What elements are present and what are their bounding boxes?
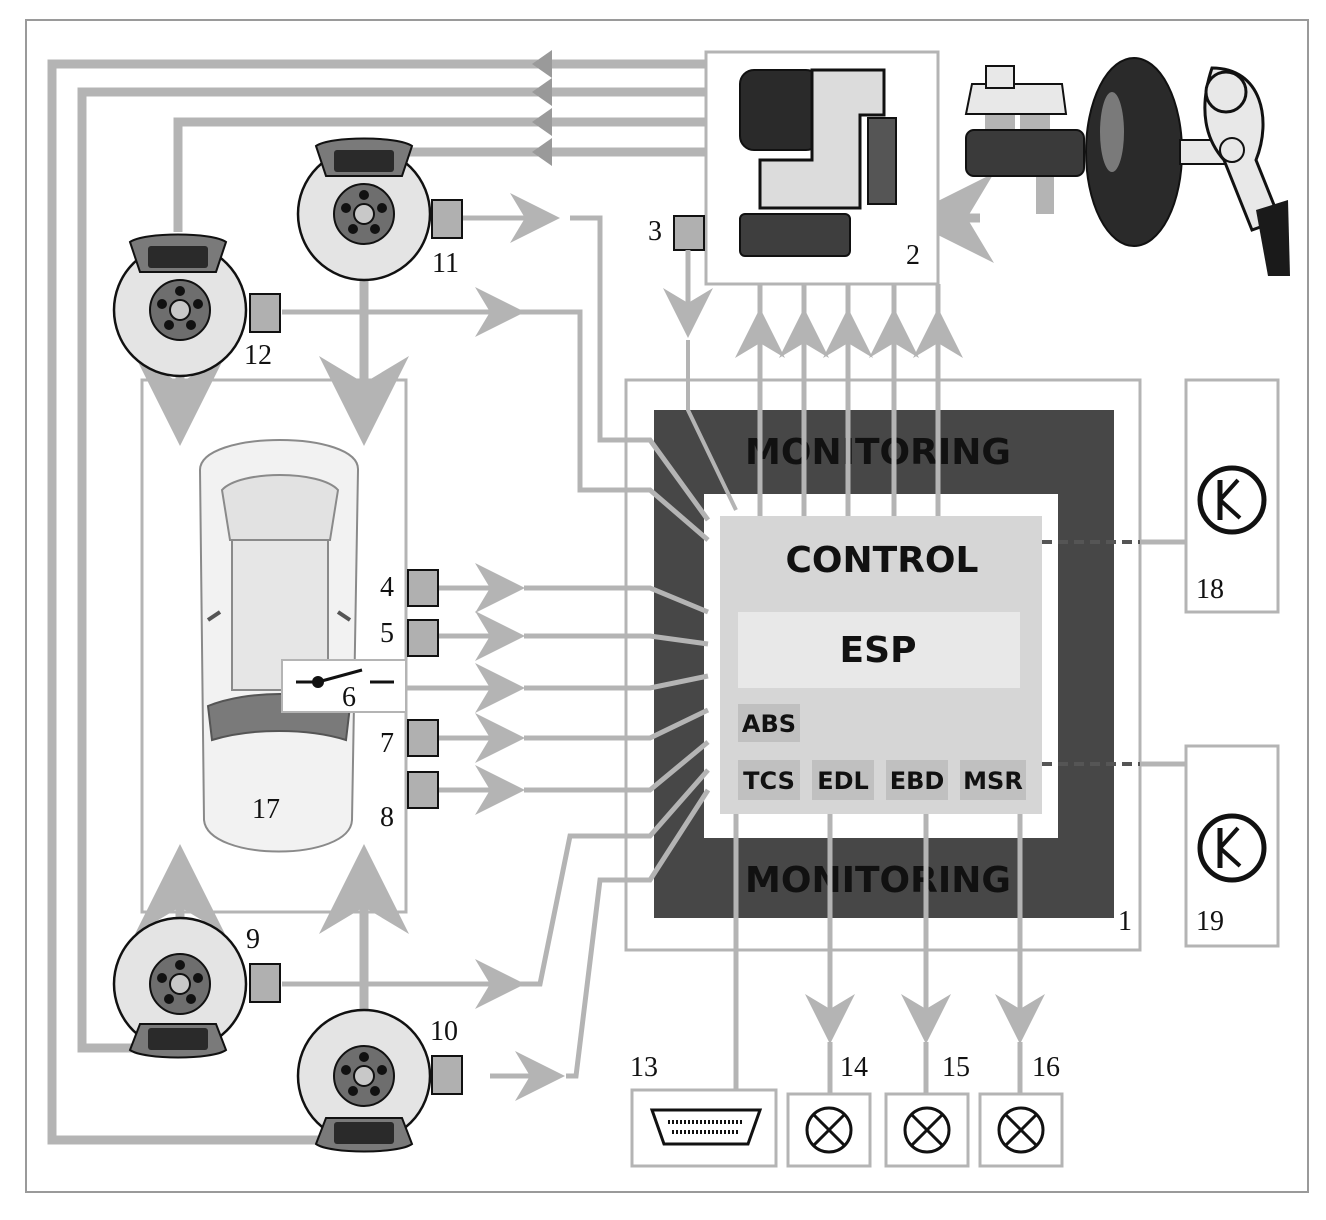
label-6: 6 [342, 682, 356, 713]
brake-light-switch [281, 659, 407, 713]
button-links [1042, 539, 1186, 767]
label-5: 5 [380, 618, 394, 649]
pressure-sensor [673, 215, 705, 251]
edl-label: EDL [817, 767, 869, 795]
ebd-module [886, 760, 948, 800]
output-lines [733, 814, 1045, 1094]
label-12: 12 [244, 340, 272, 371]
label-16: 16 [1032, 1052, 1060, 1083]
hydraulic-unit [704, 50, 940, 286]
label-4: 4 [380, 572, 394, 603]
msr-module [960, 760, 1026, 800]
sensor-5 [407, 619, 439, 657]
label-3: 3 [648, 216, 662, 247]
control-label: CONTROL [786, 540, 979, 581]
tcs-label: TCS [743, 767, 795, 795]
brake-booster-pedal [964, 57, 1290, 276]
msr-label: MSR [963, 767, 1023, 795]
edl-module [812, 760, 874, 800]
label-14: 14 [840, 1052, 868, 1083]
label-2: 2 [906, 240, 920, 271]
esp-off-button-19 [1184, 744, 1280, 948]
sensor-7 [407, 719, 439, 757]
brake-line-arrows [532, 50, 552, 166]
wheel-9 [112, 916, 281, 1059]
esp-label: ESP [840, 630, 917, 671]
label-11: 11 [432, 248, 459, 279]
brake-lines [47, 59, 994, 1145]
control-to-hydraulic-lines [735, 284, 963, 516]
wheel-10 [296, 1008, 463, 1153]
label-13: 13 [630, 1052, 658, 1083]
label-19: 19 [1196, 906, 1224, 937]
ebd-label: EBD [890, 767, 945, 795]
label-18: 18 [1196, 574, 1224, 605]
tcs-module [738, 760, 800, 800]
abs-label: ABS [742, 710, 796, 738]
warning-lamp-15 [884, 1092, 970, 1168]
label-15: 15 [942, 1052, 970, 1083]
sensor-input-lines [282, 193, 711, 1101]
label-7: 7 [380, 728, 394, 759]
label-10: 10 [430, 1016, 458, 1047]
sensor-4 [407, 569, 439, 607]
pressure-sensor-line-in [686, 340, 738, 511]
esp-block [738, 612, 1020, 688]
monitoring-top-label: MONITORING [745, 432, 1011, 473]
monitoring-bottom-label: MONITORING [745, 860, 1011, 901]
abs-module [738, 704, 800, 742]
warning-lamp-16 [978, 1092, 1064, 1168]
vehicle-top-view [198, 439, 360, 853]
label-9: 9 [246, 924, 260, 955]
label-8: 8 [380, 802, 394, 833]
wheel-11 [296, 137, 463, 282]
diagnostic-connector [630, 1088, 778, 1168]
label-17: 17 [252, 794, 280, 825]
label-1: 1 [1118, 906, 1132, 937]
sensor-8 [407, 771, 439, 809]
warning-lamp-14 [786, 1092, 872, 1168]
wheel-12 [112, 233, 281, 378]
esp-off-button-18 [1184, 378, 1280, 614]
